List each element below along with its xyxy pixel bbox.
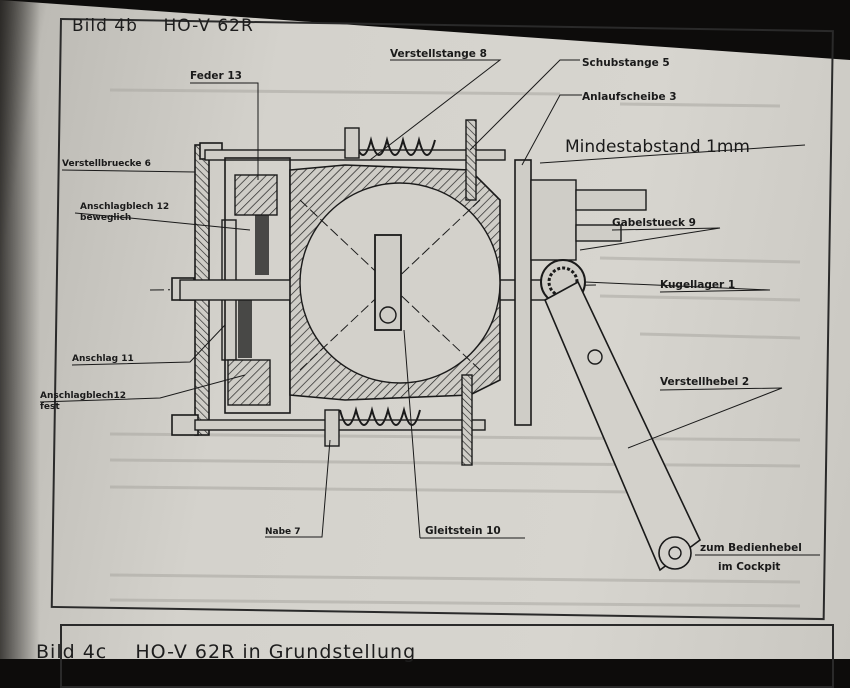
- gabelstueck-pin-2: [575, 224, 622, 242]
- feder-block-bottom: [227, 359, 271, 406]
- label-mindestabstand: Mindestabstand 1mm: [565, 137, 750, 157]
- figure-caption-b: Bild 4b HO-V 62R: [72, 16, 254, 36]
- leader-anschlagblech-fest: [39, 374, 246, 403]
- leader-verstellhebel: [627, 387, 783, 449]
- leader-anschlag: [71, 324, 226, 366]
- verstellhebel-arm: [543, 280, 702, 572]
- verstellstange-bottom: [194, 419, 486, 431]
- gabelstueck-pin: [575, 189, 647, 211]
- label-anschlagblech-fest: Anschlagblech12: [40, 391, 126, 401]
- leader-mindestabstand: [539, 144, 806, 164]
- label-nabe: Nabe 7: [265, 527, 301, 537]
- label-bedienhebel-2: im Cockpit: [718, 561, 780, 573]
- verstellhebel-pivot: [587, 349, 603, 365]
- nut-top: [344, 127, 360, 159]
- label-verstellstange: Verstellstange 8: [390, 48, 487, 60]
- nut-bottom: [324, 409, 340, 447]
- label-bedienhebel: zum Bedienhebel: [700, 542, 802, 554]
- anschlagblech-beweglich: [255, 215, 269, 275]
- leader-anlaufscheibe: [521, 94, 582, 166]
- anlaufscheibe-plate: [514, 159, 532, 426]
- label-anschlagblech-beweglich: Anschlagblech 12: [80, 202, 169, 212]
- figure-caption-c: Bild 4c HO-V 62R in Grundstellung: [36, 641, 417, 663]
- leader-feder: [190, 82, 259, 180]
- bolt-head-bottom: [171, 414, 199, 436]
- schubstange-upper: [465, 119, 477, 201]
- label-gabelstueck: Gabelstueck 9: [612, 217, 696, 229]
- anschlagblech-fest: [238, 300, 252, 358]
- label-verstellbruecke: Verstellbruecke 6: [62, 159, 151, 169]
- leader-gabelstueck: [579, 227, 721, 251]
- leader-schubstange: [469, 59, 580, 151]
- label-anschlag: Anschlag 11: [72, 354, 134, 364]
- label-anschlagblech-beweglich-2: beweglich: [80, 213, 131, 223]
- schubstange-lower: [461, 374, 473, 466]
- technical-drawing: Feder 13 Verstellstange 8 Schubstange 5 …: [39, 48, 820, 608]
- gleitstein-pin: [379, 306, 397, 324]
- leader-verstellbruecke: [61, 169, 196, 173]
- leader-kugellager: [584, 281, 771, 293]
- verstellhebel-end-inner: [668, 546, 682, 560]
- label-anlaufscheibe: Anlaufscheibe 3: [582, 91, 677, 103]
- leader-gleitstein: [403, 329, 525, 539]
- leader-anschlagblech-beweglich: [74, 212, 251, 231]
- label-verstellhebel: Verstellhebel 2: [660, 376, 749, 388]
- leader-nabe: [265, 439, 331, 538]
- leader-verstellstange: [369, 59, 502, 161]
- label-feder: Feder 13: [190, 70, 242, 82]
- label-schubstange: Schubstange 5: [582, 57, 670, 69]
- spring-bottom: [339, 406, 421, 426]
- gabelstueck-body: [530, 179, 577, 261]
- spring-top: [354, 136, 436, 156]
- label-gleitstein: Gleitstein 10: [425, 525, 501, 537]
- page-edge-shadow: [0, 0, 40, 659]
- feder-block-top: [234, 174, 278, 216]
- label-anschlagblech-fest-2: fest: [40, 402, 60, 412]
- verstellhebel-end-outer: [658, 536, 692, 570]
- bleed-through-text: [109, 88, 801, 608]
- label-kugellager: Kugellager 1: [660, 279, 735, 291]
